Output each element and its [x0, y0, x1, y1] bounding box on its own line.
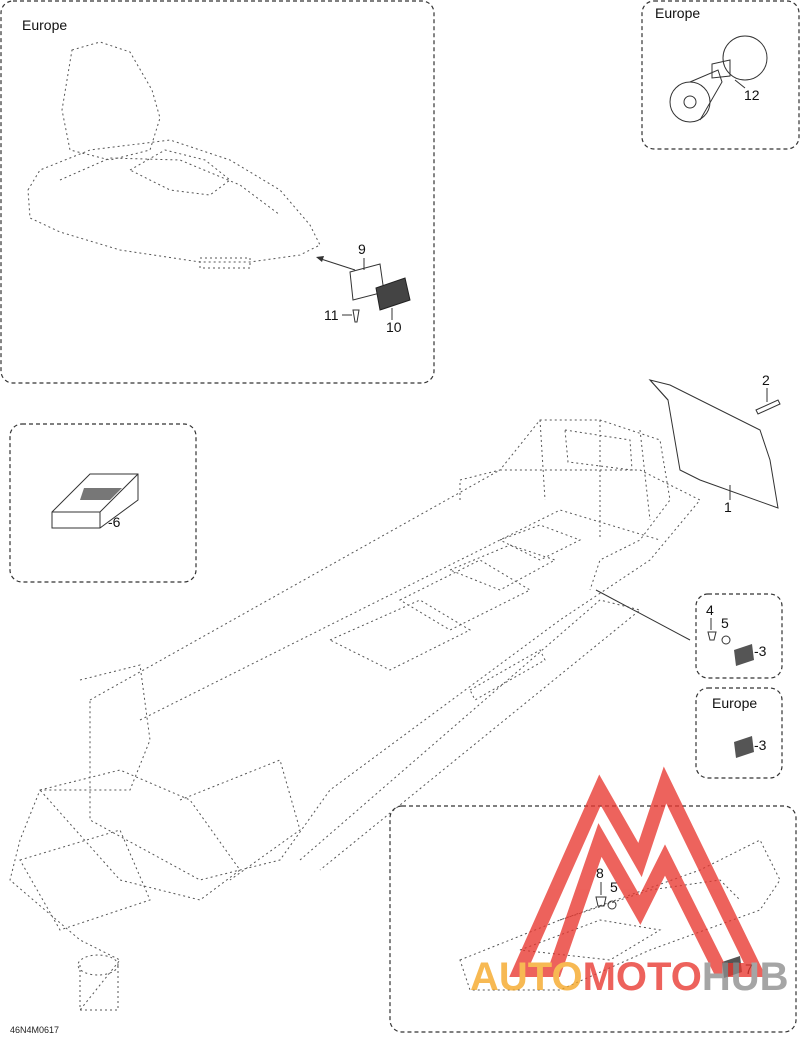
callout-12: 12: [744, 87, 760, 103]
watermark-logo: AUTOMOTOHUB: [470, 766, 789, 999]
rack-uprights: [539, 419, 651, 540]
callout-3b: -3: [754, 737, 767, 753]
tunnel-panel-1: [328, 599, 472, 671]
inset-part-6: -6: [9, 423, 197, 583]
part-1-snowflap: [648, 379, 779, 509]
steering-post-top: [77, 954, 119, 976]
part-10-reflector: [375, 277, 411, 311]
callout-5b: 5: [610, 879, 618, 895]
part-3-reflector-europe: [734, 736, 754, 758]
inset-part-6-frame: [9, 423, 197, 583]
front-frame: [9, 664, 151, 1011]
callout-9: 9: [358, 241, 366, 257]
inset-europe-reflector: Europe -3: [695, 687, 783, 779]
watermark-part-2: MOTO: [583, 955, 702, 999]
windshield-outline: [61, 41, 161, 161]
horn-trumpet: [689, 69, 723, 121]
hood-arrow-head: [316, 256, 324, 262]
part-3-reflector: [734, 644, 754, 666]
horn-bell-outer: [669, 81, 711, 123]
main-chassis: 1 2: [9, 372, 781, 1011]
inset-horn-frame: [641, 0, 800, 150]
horn-bell-inner: [683, 95, 697, 109]
front-crossmember: [19, 829, 151, 931]
rack-frame: [459, 419, 671, 591]
part-5-washer: [721, 635, 731, 645]
part-4-screw: [707, 631, 717, 641]
callout-11: 11: [324, 307, 339, 323]
callout-2: 2: [762, 372, 770, 388]
hood-contour: [59, 157, 281, 216]
callout-5a: 5: [721, 615, 729, 631]
tunnel-top-edge: [139, 509, 661, 721]
drawing-code: 46N4M0617: [10, 1025, 59, 1035]
inset-hood-frame: [0, 0, 435, 384]
callout-10: 10: [386, 319, 402, 335]
callout-8: 8: [596, 865, 604, 881]
reflector-arrow-line: [595, 589, 691, 641]
part-12-leader: [734, 79, 746, 89]
part-11-rivet: [352, 309, 360, 323]
part-6-band: [80, 488, 122, 500]
part-1-snowflap-edge: [649, 379, 669, 401]
watermark-mountain-mark: [509, 766, 767, 977]
callout-1: 1: [724, 499, 732, 515]
steering-post: [79, 965, 119, 1011]
inset-side-reflector-frame: [695, 593, 783, 679]
part-5-washer-rear: [607, 900, 617, 910]
inset-europe-reflector-frame: [695, 687, 783, 779]
watermark-word: AUTOMOTOHUB: [470, 955, 789, 999]
side-rail-step: [469, 649, 546, 701]
rear-tunnel: [459, 839, 781, 991]
part-8-screw: [595, 896, 607, 907]
callout-6: -6: [108, 514, 121, 530]
hood-arrow-line: [317, 257, 356, 271]
inset-horn: Europe 12: [641, 0, 800, 150]
horn-bracket: [711, 59, 731, 79]
part-2-bolt: [755, 399, 781, 415]
part-6-block: [51, 473, 139, 529]
hood-vent: [128, 149, 231, 196]
inset-hood-region-label: Europe: [22, 17, 67, 33]
tunnel-panel-4: [498, 524, 582, 561]
front-bracket: [179, 759, 301, 881]
inset-horn-region-label: Europe: [655, 5, 700, 21]
hood-outline: [27, 139, 321, 263]
rack-backrest: [564, 429, 633, 471]
hood-lamp-slot: [199, 257, 251, 269]
inset-side-reflector: 4 5 -3: [695, 593, 783, 679]
inset-europe-reflector-region-label: Europe: [712, 695, 757, 711]
tunnel-panel-2: [398, 559, 532, 631]
callout-3a: -3: [754, 643, 767, 659]
tunnel-panel-3: [448, 544, 557, 591]
inset-hood: Europe 9 10 11: [0, 0, 435, 384]
watermark-part-3: HUB: [702, 955, 789, 999]
callout-4: 4: [706, 602, 714, 618]
horn-body: [722, 35, 768, 81]
watermark-part-1: AUTO: [470, 955, 583, 999]
